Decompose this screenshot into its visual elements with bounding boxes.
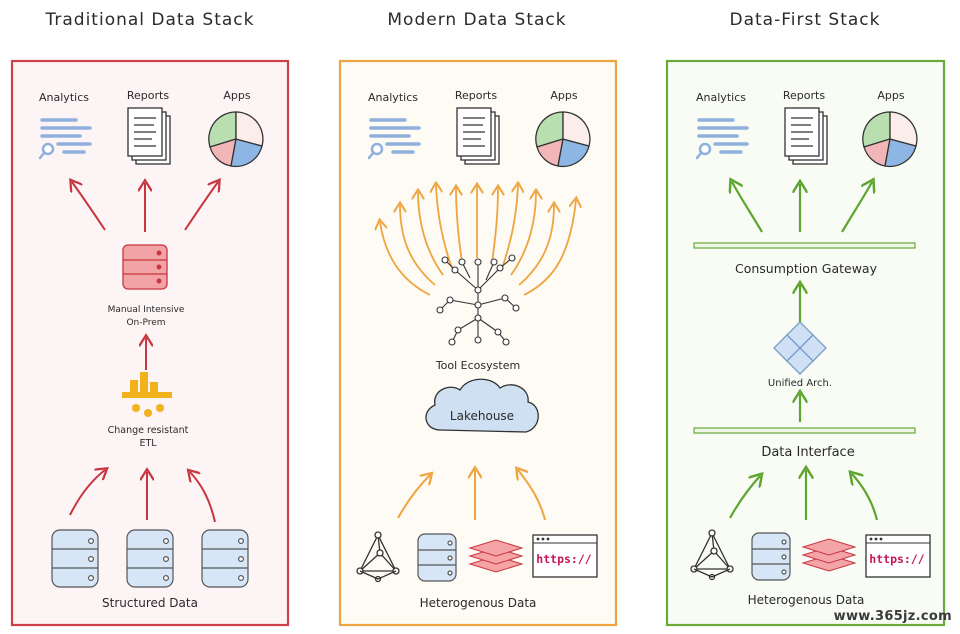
pie-chart-icon	[208, 111, 264, 168]
document-icon	[784, 107, 828, 165]
tool-fan-arrows	[380, 185, 576, 296]
interface-bar	[693, 427, 916, 434]
pie-chart-icon	[862, 111, 918, 168]
label-data-interface: Data Interface	[761, 445, 854, 460]
analytics-icon	[38, 118, 92, 160]
label-analytics: Analytics	[696, 91, 746, 104]
label-unified-arch: Unified Arch.	[768, 378, 832, 389]
label-https: https://	[536, 552, 591, 566]
label-lakehouse: Lakehouse	[450, 409, 514, 423]
arrow-source1-to-etl	[69, 470, 105, 516]
title-data-first: Data-First Stack	[730, 10, 881, 30]
label-consumption-gateway: Consumption Gateway	[735, 261, 878, 276]
label-reports: Reports	[127, 89, 169, 102]
pie-chart-icon	[535, 111, 591, 168]
arrow-gateway-to-analytics	[732, 182, 763, 233]
label-apps: Apps	[223, 89, 250, 102]
analytics-icon	[695, 118, 749, 160]
arrow-gateway-to-apps	[841, 182, 872, 233]
database-icon	[51, 529, 99, 588]
label-heterogenous-data: Heterogenous Data	[420, 596, 537, 610]
watermark: www.365jz.com	[833, 609, 952, 624]
graph-triangle-icon	[690, 529, 734, 581]
label-change-resistant: Change resistant	[108, 425, 189, 436]
label-reports: Reports	[455, 89, 497, 102]
label-structured-data: Structured Data	[102, 596, 198, 610]
label-manual-intensive: Manual Intensive	[108, 305, 185, 315]
network-graph-icon	[436, 254, 520, 346]
database-icon	[126, 529, 174, 588]
database-icon	[122, 244, 168, 290]
database-icon	[751, 532, 791, 581]
layers-icon	[801, 538, 857, 572]
layers-icon	[468, 539, 524, 573]
outputs-modern: Analytics Reports Apps	[356, 89, 598, 610]
analytics-icon	[367, 118, 421, 160]
arrow-source3-to-etl	[190, 472, 216, 523]
browser-window-icon	[865, 534, 931, 578]
unified-architecture-icon	[773, 321, 827, 375]
title-traditional: Traditional Data Stack	[45, 10, 255, 30]
arrow-source3-to-lakehouse	[518, 470, 546, 521]
cloud-icon	[425, 378, 539, 433]
title-modern: Modern Data Stack	[387, 10, 566, 30]
label-apps: Apps	[550, 89, 577, 102]
arrow-source1-to-interface	[729, 476, 760, 519]
database-icon	[417, 533, 457, 582]
label-etl: ETL	[139, 438, 157, 449]
label-heterogenous-data: Heterogenous Data	[748, 593, 865, 607]
label-on-prem: On-Prem	[126, 318, 165, 328]
etl-icon	[122, 372, 172, 417]
label-https: https://	[869, 552, 924, 566]
database-icon	[201, 529, 249, 588]
label-apps: Apps	[877, 89, 904, 102]
document-icon	[456, 107, 500, 165]
gateway-bar	[693, 242, 916, 249]
arrow-source1-to-lakehouse	[397, 475, 430, 519]
arrow-db-to-analytics	[72, 182, 106, 231]
label-analytics: Analytics	[39, 91, 89, 104]
label-reports: Reports	[783, 89, 825, 102]
outputs-traditional: Analytics Reports Apps	[38, 89, 264, 610]
arrow-db-to-apps	[184, 182, 218, 231]
label-analytics: Analytics	[368, 91, 418, 104]
document-icon	[127, 107, 171, 165]
arrow-source3-to-interface	[852, 474, 879, 521]
outputs-data-first: Analytics Reports Apps Consumption Gatew…	[690, 89, 931, 607]
label-tool-ecosystem: Tool Ecosystem	[435, 359, 520, 372]
browser-window-icon	[532, 534, 598, 578]
graph-triangle-icon	[356, 531, 400, 583]
